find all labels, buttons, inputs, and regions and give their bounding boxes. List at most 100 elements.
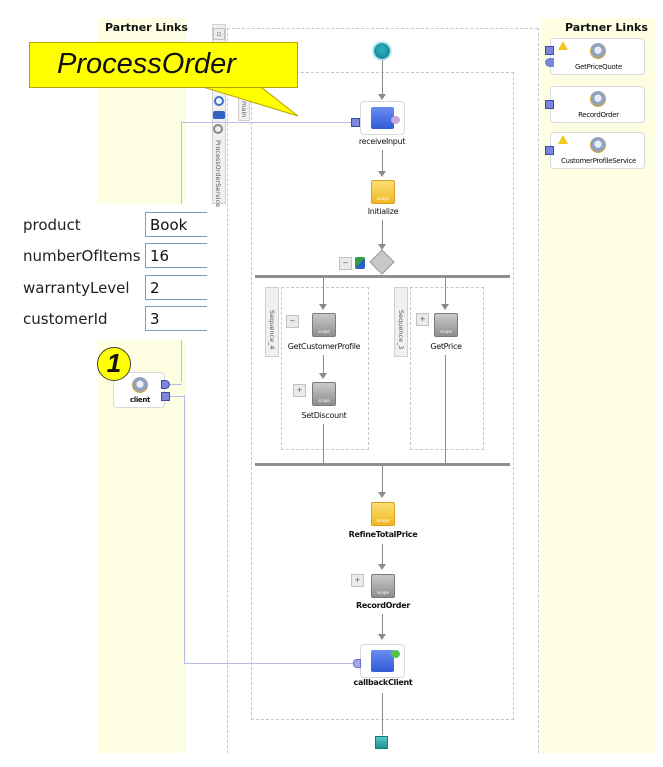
callback-client-label: callbackClient bbox=[353, 678, 413, 687]
callout-text: ProcessOrder bbox=[57, 48, 236, 80]
number-of-items-label: numberOfItems bbox=[23, 247, 141, 265]
callout-pointer bbox=[180, 80, 299, 117]
flow-arrow bbox=[441, 304, 449, 310]
flow-line bbox=[382, 614, 383, 638]
flow-line bbox=[323, 277, 324, 307]
get-price-node[interactable]: scope bbox=[434, 313, 458, 337]
flow-arrow bbox=[378, 171, 386, 177]
flow-line bbox=[382, 220, 383, 248]
canvas-border-top bbox=[227, 28, 538, 29]
sequence-3-label: Sequence_3 bbox=[397, 310, 405, 350]
number-of-items-input[interactable] bbox=[145, 243, 207, 268]
sequence-3-box bbox=[410, 287, 484, 450]
right-partner-links-panel bbox=[542, 18, 655, 753]
flow-icon bbox=[355, 257, 365, 269]
main-tab-label: main bbox=[240, 101, 248, 118]
receive-input-port[interactable] bbox=[351, 118, 360, 127]
warranty-level-input[interactable] bbox=[145, 275, 207, 300]
partner-link-customerprofileservice[interactable]: CustomerProfileService bbox=[550, 132, 645, 169]
product-label: product bbox=[23, 216, 81, 234]
recordorder-port[interactable] bbox=[545, 100, 554, 109]
envelope-icon bbox=[371, 107, 394, 129]
warning-icon bbox=[558, 135, 568, 144]
getpricequote-port-out[interactable] bbox=[545, 58, 554, 67]
client-callback-link-vertical bbox=[184, 395, 185, 663]
record-order-node[interactable]: scope bbox=[371, 574, 395, 598]
get-customer-profile-label: GetCustomerProfile bbox=[287, 342, 361, 351]
flow-line bbox=[382, 466, 383, 496]
client-callback-link-horizontal bbox=[184, 663, 360, 664]
customerprofileservice-port[interactable] bbox=[545, 146, 554, 155]
partner-link-label: RecordOrder bbox=[578, 111, 619, 119]
initialize-label: Initialize bbox=[367, 207, 399, 216]
flow-line bbox=[382, 544, 383, 568]
gear-icon bbox=[590, 43, 606, 59]
record-order-toggle[interactable]: + bbox=[351, 574, 364, 587]
getpricequote-port-in[interactable] bbox=[545, 46, 554, 55]
flow-arrow bbox=[378, 492, 386, 498]
process-name-vertical-label: ProcessOrderService bbox=[214, 140, 222, 208]
callback-client-port[interactable] bbox=[353, 659, 361, 668]
flow-line bbox=[382, 150, 383, 175]
flow-arrow bbox=[319, 373, 327, 379]
refine-total-price-node[interactable]: assign bbox=[371, 502, 395, 526]
receive-input-node[interactable] bbox=[360, 101, 405, 135]
timer-icon[interactable] bbox=[214, 96, 224, 106]
warranty-level-label: warrantyLevel bbox=[23, 279, 130, 297]
partner-link-label: client bbox=[129, 396, 151, 404]
left-partner-links-title: Partner Links bbox=[105, 21, 188, 34]
get-price-toggle[interactable]: + bbox=[416, 313, 429, 326]
initialize-node[interactable]: assign bbox=[371, 180, 395, 204]
collapse-process-button[interactable]: ▫ bbox=[213, 28, 225, 40]
client-port-in[interactable] bbox=[161, 392, 170, 401]
flow-line bbox=[445, 355, 446, 465]
get-customer-profile-node[interactable]: scope bbox=[312, 313, 336, 337]
flow-arrow bbox=[378, 244, 386, 250]
flow-join-bar bbox=[255, 463, 510, 466]
message-badge-icon bbox=[391, 116, 400, 124]
warning-icon bbox=[558, 41, 568, 50]
gear-icon bbox=[590, 91, 606, 107]
product-input[interactable] bbox=[145, 212, 207, 237]
invoke-arrow-icon bbox=[391, 650, 400, 658]
partner-link-label: GetPriceQuote bbox=[575, 63, 622, 71]
flow-line bbox=[382, 693, 383, 735]
flow-arrow bbox=[378, 564, 386, 570]
set-discount-label: SetDiscount bbox=[301, 411, 347, 420]
callback-client-node[interactable] bbox=[360, 644, 405, 678]
get-customer-profile-toggle[interactable]: − bbox=[286, 315, 299, 328]
flow-arrow bbox=[378, 94, 386, 100]
sequence-4-tab[interactable]: Sequence_4 bbox=[265, 287, 279, 357]
flow-line bbox=[382, 60, 383, 98]
partner-link-getpricequote[interactable]: GetPriceQuote bbox=[550, 38, 645, 75]
customer-id-input[interactable] bbox=[145, 306, 207, 331]
flow-line bbox=[323, 355, 324, 377]
set-discount-node[interactable]: scope bbox=[312, 382, 336, 406]
rewind-icon[interactable] bbox=[213, 111, 225, 119]
record-order-label: RecordOrder bbox=[355, 601, 411, 610]
invoke-icon bbox=[371, 650, 394, 672]
set-discount-toggle[interactable]: + bbox=[293, 384, 306, 397]
customer-id-label: customerId bbox=[23, 310, 108, 328]
sequence-4-box bbox=[281, 287, 369, 450]
process-order-callout: ProcessOrder bbox=[29, 42, 298, 88]
client-link-stub bbox=[170, 396, 185, 397]
client-link-stub bbox=[170, 384, 182, 385]
client-port-out[interactable] bbox=[161, 380, 170, 389]
gear-icon bbox=[132, 377, 148, 393]
flow-collapse-button[interactable]: − bbox=[339, 257, 352, 270]
sequence-3-tab[interactable]: Sequence_3 bbox=[394, 287, 408, 357]
step-badge: 1 bbox=[97, 347, 131, 381]
end-node[interactable] bbox=[375, 736, 388, 749]
flow-arrow bbox=[319, 304, 327, 310]
receive-input-label: receiveInput bbox=[358, 137, 406, 146]
start-node[interactable] bbox=[374, 43, 390, 59]
client-receive-link-horizontal bbox=[181, 122, 355, 123]
refine-total-price-label: RefineTotalPrice bbox=[348, 530, 418, 539]
canvas-border-right bbox=[538, 28, 539, 753]
partner-link-client[interactable]: client bbox=[113, 372, 165, 408]
zoom-icon[interactable] bbox=[213, 124, 223, 134]
gear-icon bbox=[590, 137, 606, 153]
flow-line bbox=[323, 424, 324, 465]
partner-link-recordorder[interactable]: RecordOrder bbox=[550, 86, 645, 123]
